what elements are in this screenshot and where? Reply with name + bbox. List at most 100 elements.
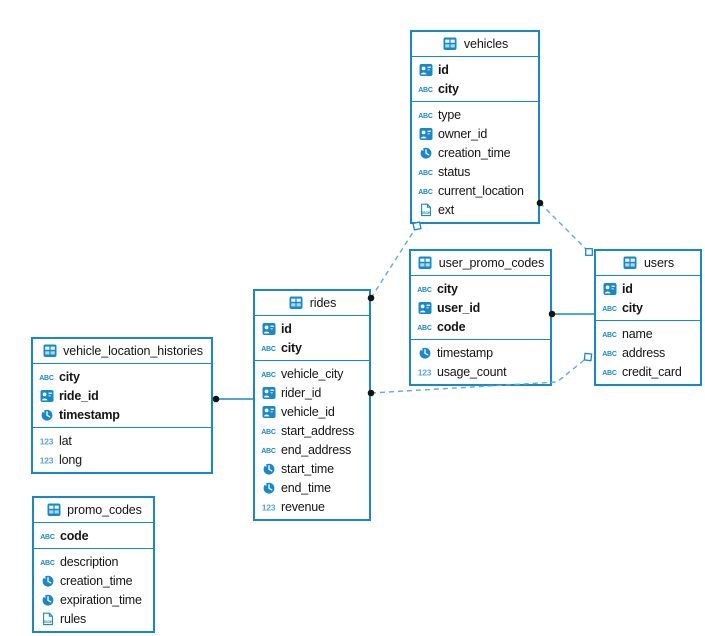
field-row-vehicle_id: vehicle_id	[255, 402, 369, 421]
svg-text:ABC: ABC	[602, 351, 617, 358]
clock-icon	[260, 481, 277, 495]
id-badge-icon	[417, 63, 434, 77]
table-header[interactable]: user_promo_codes	[411, 251, 550, 276]
table-name: promo_codes	[67, 503, 142, 517]
field-name: city	[437, 281, 458, 296]
svg-text:ABC: ABC	[418, 87, 433, 94]
field-name: usage_count	[437, 364, 507, 379]
field-row-ext: JSON ext	[412, 200, 538, 219]
field-name: name	[622, 326, 653, 341]
svg-text:ABC: ABC	[261, 346, 276, 353]
field-name: city	[59, 369, 80, 384]
field-row-current_location: ABC current_location	[412, 181, 538, 200]
field-name: rules	[60, 611, 87, 626]
field-name: owner_id	[438, 126, 488, 141]
abc-text-icon: ABC	[417, 82, 434, 96]
field-row-id: id	[255, 319, 369, 338]
field-row-timestamp: timestamp	[411, 343, 550, 362]
table-name: vehicles	[463, 37, 509, 51]
clock-icon	[416, 346, 433, 360]
field-name: address	[622, 345, 666, 360]
relationship-vehicles-users[interactable]	[539, 202, 590, 253]
svg-text:ABC: ABC	[40, 534, 55, 541]
field-name: long	[59, 452, 82, 467]
field-name: end_address	[281, 442, 352, 457]
abc-text-icon: ABC	[260, 367, 277, 381]
svg-text:ABC: ABC	[602, 332, 617, 339]
abc-text-icon: ABC	[38, 370, 55, 384]
clock-icon	[38, 408, 55, 422]
field-row-expiration_time: expiration_time	[34, 590, 153, 609]
field-row-vehicle_city: ABC vehicle_city	[255, 364, 369, 383]
table-header[interactable]: vehicle_location_histories	[33, 339, 211, 364]
field-name: id	[438, 62, 449, 77]
columns-section: timestamp 123 usage_count	[411, 340, 550, 384]
id-badge-icon	[260, 322, 277, 336]
field-name: ride_id	[59, 388, 99, 403]
number-123-icon: 123	[260, 500, 277, 514]
clock-icon	[39, 593, 56, 607]
id-badge-icon	[260, 386, 277, 400]
abc-text-icon: ABC	[39, 529, 56, 543]
field-name: status	[438, 164, 471, 179]
json-document-icon: JSON	[417, 203, 434, 217]
table-name: user_promo_codes	[438, 256, 545, 270]
table-header[interactable]: rides	[255, 291, 369, 316]
abc-text-icon: ABC	[39, 555, 56, 569]
clock-icon	[260, 462, 277, 476]
field-name: ext	[438, 202, 455, 217]
table-grid-icon	[288, 296, 305, 310]
svg-text:123: 123	[418, 367, 432, 377]
id-badge-icon	[416, 301, 433, 315]
field-name: timestamp	[437, 345, 493, 360]
field-name: type	[438, 107, 461, 122]
svg-text:ABC: ABC	[417, 287, 432, 294]
field-name: city	[622, 300, 643, 315]
field-name: code	[437, 319, 466, 334]
field-row-rider_id: rider_id	[255, 383, 369, 402]
clock-icon	[417, 146, 434, 160]
clock-icon	[39, 574, 56, 588]
field-name: start_address	[281, 423, 355, 438]
abc-text-icon: ABC	[601, 301, 618, 315]
table-grid-icon	[622, 256, 639, 270]
field-name: creation_time	[438, 145, 511, 160]
field-row-user_id: user_id	[411, 298, 550, 317]
table-header[interactable]: users	[596, 251, 700, 276]
field-name: vehicle_city	[281, 366, 344, 381]
field-name: credit_card	[622, 364, 682, 379]
field-row-ride_id: ride_id	[33, 386, 211, 405]
field-name: lat	[59, 433, 72, 448]
table-header[interactable]: promo_codes	[34, 498, 153, 523]
field-row-revenue: 123 revenue	[255, 497, 369, 516]
field-name: revenue	[281, 499, 325, 514]
abc-text-icon: ABC	[417, 184, 434, 198]
field-name: current_location	[438, 183, 524, 198]
svg-text:ABC: ABC	[39, 375, 54, 382]
field-name: end_time	[281, 480, 331, 495]
svg-text:ABC: ABC	[602, 306, 617, 313]
table-header[interactable]: vehicles	[412, 32, 538, 57]
